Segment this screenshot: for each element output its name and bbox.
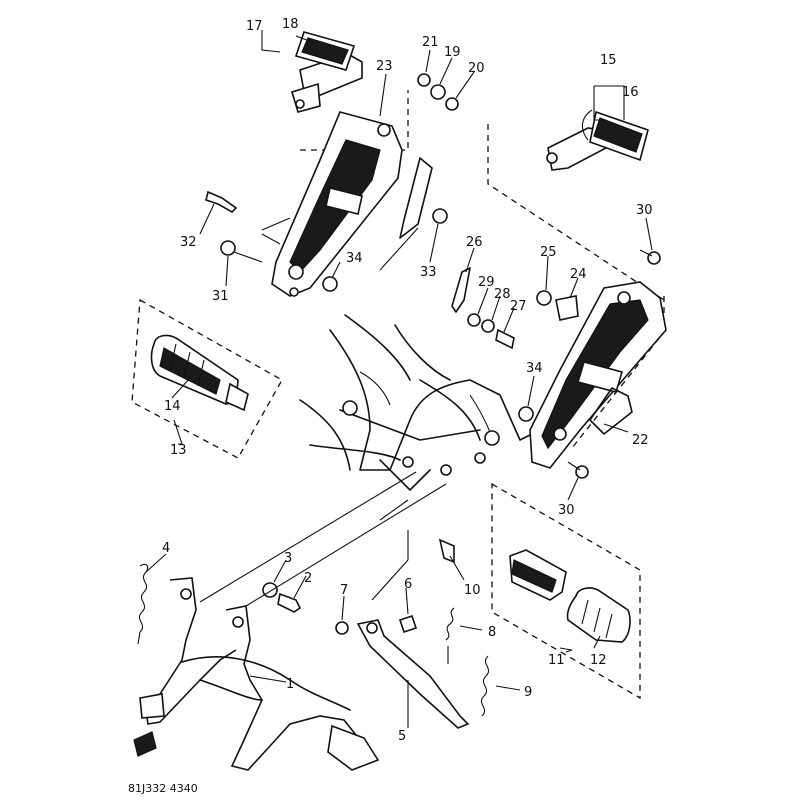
callout-6: 6	[404, 577, 412, 592]
callout-4: 4	[162, 541, 170, 556]
callout-29: 29	[478, 275, 495, 290]
stand-spring	[137, 563, 149, 645]
callout-15: 15	[600, 53, 617, 68]
callout-26: 26	[466, 235, 483, 250]
callout-32: 32	[180, 235, 197, 250]
front-footrest-right	[509, 549, 631, 643]
group-11-outline	[491, 482, 641, 700]
callout-8: 8	[488, 625, 496, 640]
callout-5: 5	[398, 729, 406, 744]
callout-23: 23	[376, 59, 393, 74]
right-footrest-bracket	[529, 281, 667, 469]
callout-19: 19	[444, 45, 461, 60]
callout-33: 33	[420, 265, 437, 280]
side-stand	[335, 538, 470, 729]
side-stand-springs	[445, 607, 490, 717]
callout-31: 31	[212, 289, 229, 304]
callout-13: 13	[170, 443, 187, 458]
left-footrest-bracket	[271, 111, 403, 297]
callout-labels: 1 2 3 4 5 6 7 8 9 10 11 12 13 14 15 16 1…	[128, 17, 653, 795]
callout-28: 28	[494, 287, 511, 302]
diagram-code: 81J332 4340	[128, 782, 198, 795]
callout-30-upper: 30	[636, 203, 653, 218]
leader-lines	[145, 30, 653, 728]
callout-12: 12	[590, 653, 607, 668]
callout-10: 10	[464, 583, 481, 598]
callout-22: 22	[632, 433, 649, 448]
rear-footrest-right	[546, 109, 649, 171]
callout-30-lower: 30	[558, 503, 575, 518]
frame	[299, 314, 541, 491]
callout-18: 18	[282, 17, 299, 32]
callout-25: 25	[540, 245, 557, 260]
hardware	[205, 73, 661, 479]
callout-27: 27	[510, 299, 527, 314]
callout-3: 3	[284, 551, 292, 566]
callout-7: 7	[340, 583, 348, 598]
front-footrest-left	[150, 334, 249, 412]
group-15-outline	[487, 124, 665, 301]
callout-11: 11	[548, 653, 565, 668]
stand-bolt	[262, 582, 302, 613]
callout-21: 21	[422, 35, 439, 50]
callout-2: 2	[304, 571, 312, 586]
callout-14: 14	[164, 399, 181, 414]
callout-20: 20	[468, 61, 485, 76]
callout-9: 9	[524, 685, 532, 700]
callout-16: 16	[622, 85, 639, 100]
callout-1: 1	[286, 677, 294, 692]
rear-footrest-left	[291, 31, 363, 113]
center-stand	[133, 577, 380, 771]
callout-24: 24	[570, 267, 587, 282]
callout-34-upper: 34	[346, 251, 363, 266]
callout-17: 17	[246, 19, 263, 34]
callout-34-lower: 34	[526, 361, 543, 376]
